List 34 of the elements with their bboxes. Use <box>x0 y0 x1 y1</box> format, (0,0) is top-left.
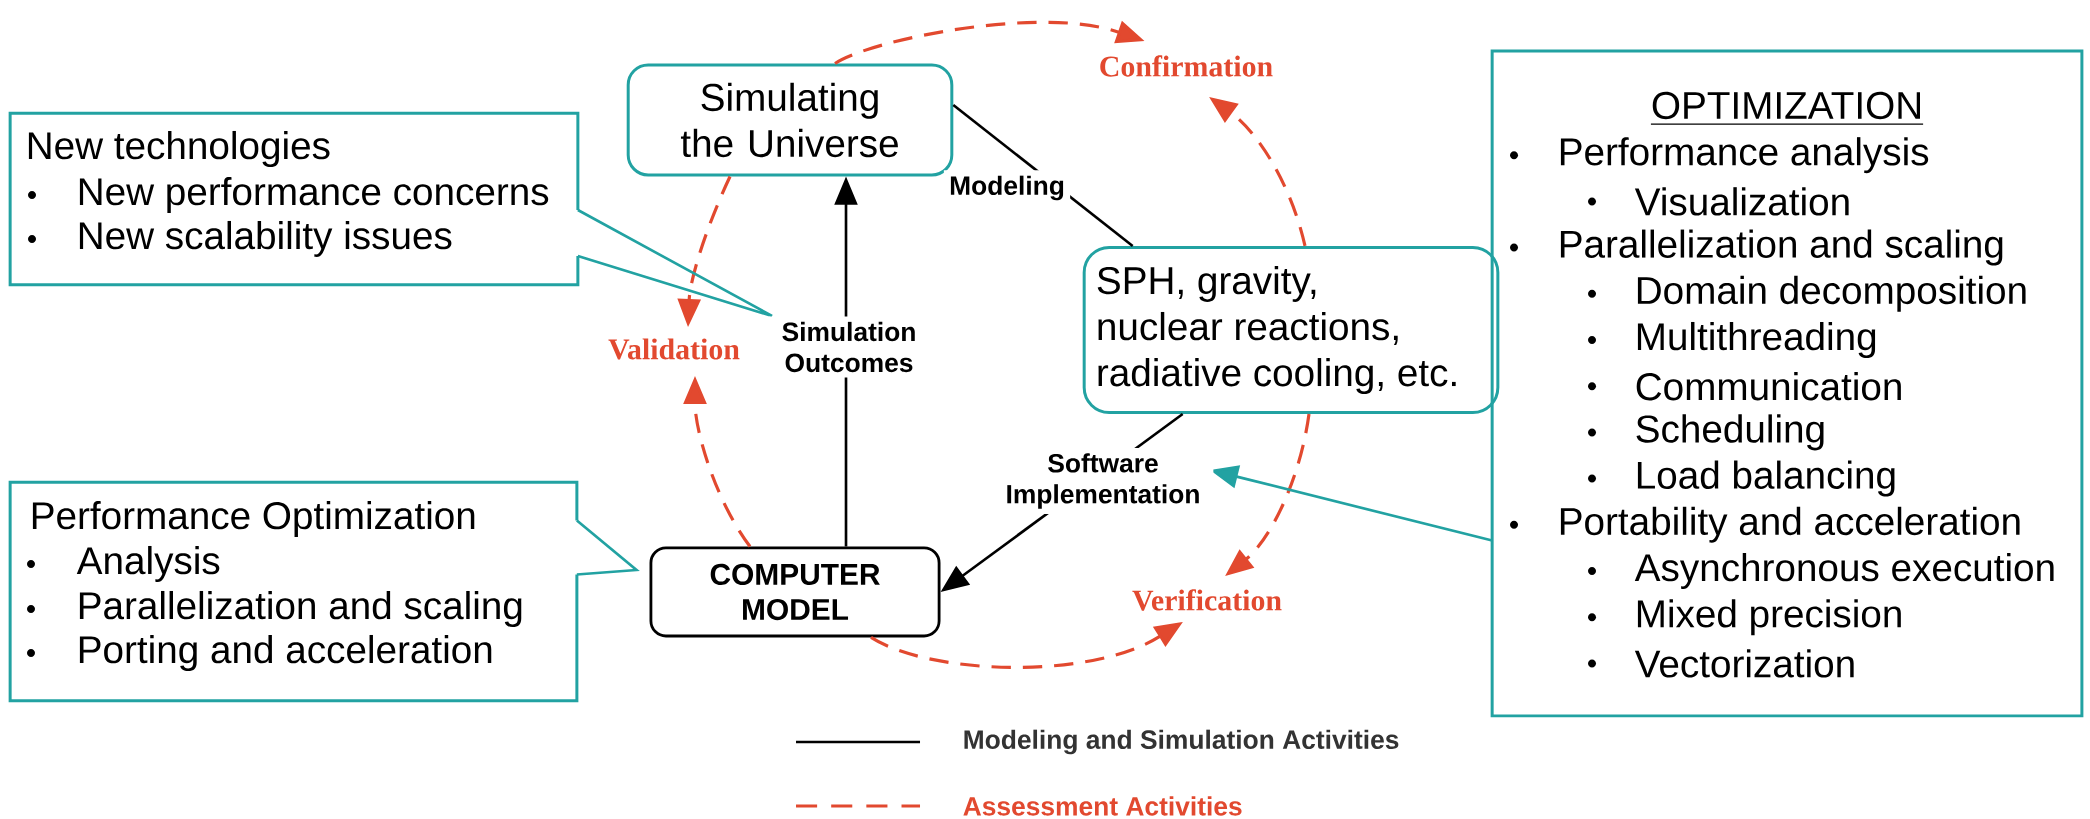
list-item: Mixed precision <box>1588 599 1901 636</box>
edge-label: Simulation Outcomes <box>768 316 930 378</box>
list-item: Asynchronous execution <box>1588 552 2054 589</box>
callout-box <box>8 480 579 703</box>
callout-box <box>8 111 580 287</box>
heading: OPTIMIZATION <box>1650 91 1924 125</box>
list-item: Visualization <box>1588 187 1849 216</box>
assessment-label: Verification <box>1132 589 1282 611</box>
legend-label: Modeling and Simulation Activities <box>964 729 1399 755</box>
list-item: Domain decomposition <box>1588 275 2026 312</box>
title-box: Simulating the Universe <box>626 63 954 177</box>
list-item: New performance concerns <box>28 177 549 213</box>
list-item: Porting and acceleration <box>27 634 492 671</box>
physics-box: SPH, gravity, nuclear reactions, radiative cooling, etc. <box>1082 245 1500 415</box>
list-item: Vectorization <box>1588 649 1854 678</box>
list-item: Portability and acceleration <box>1510 506 2020 543</box>
list-item: Parallelization and scaling <box>1510 229 2003 266</box>
list-item: Parallelization and scaling <box>27 590 522 627</box>
list-item: Analysis <box>27 545 220 582</box>
list-panel <box>1490 49 2084 718</box>
list-item: Load balancing <box>1588 460 1895 497</box>
legend-label: Assessment Activities <box>963 796 1242 816</box>
assessment-label: Validation <box>608 338 740 360</box>
edge-label: Modeling <box>943 170 1071 206</box>
assessment-label: Confirmation <box>1100 55 1273 77</box>
model-box: COMPUTER MODEL <box>649 546 941 638</box>
list-item: Communication <box>1588 372 1901 401</box>
list-item: Multithreading <box>1588 321 1876 358</box>
list-item: New scalability issues <box>28 220 452 257</box>
heading: New technologies <box>28 130 330 167</box>
list-item: Scheduling <box>1588 414 1824 451</box>
list-item: Performance analysis <box>1510 137 1929 174</box>
edge-label: Software Implementation <box>992 447 1214 515</box>
heading: Performance Optimization <box>32 500 475 537</box>
